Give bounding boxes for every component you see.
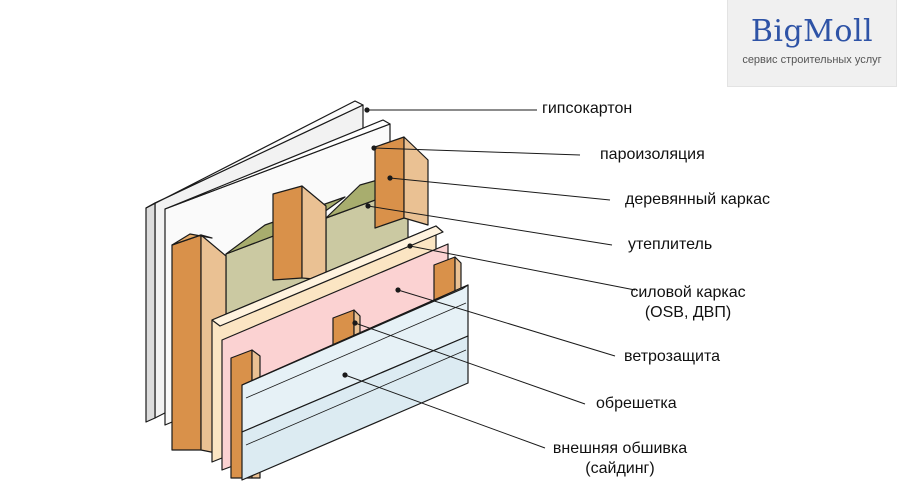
dot-insulation — [365, 203, 371, 209]
label-sheathing: силовой каркас (OSB, ДВП) — [626, 283, 750, 323]
dot-sheathing — [407, 243, 413, 249]
dot-battens — [352, 320, 358, 326]
label-insulation: утеплитель — [628, 236, 713, 253]
label-siding-line1: внешняя обшивка — [552, 440, 688, 457]
brand-logo: BigMoll сервис строительных услуг — [727, 0, 897, 87]
label-vapor-barrier: пароизоляция — [600, 146, 705, 163]
siding-boards — [241, 284, 469, 481]
dot-drywall — [364, 107, 370, 113]
dot-siding — [342, 372, 348, 378]
brand-tagline: сервис строительных услуг — [742, 54, 882, 66]
brand-name: BigMoll — [750, 14, 874, 49]
label-siding: внешняя обшивка (сайдинг) — [548, 439, 692, 479]
label-wood-frame: деревянный каркас — [625, 191, 770, 208]
label-drywall: гипсокартон — [542, 100, 633, 117]
label-sheathing-line2: (OSB, ДВП) — [644, 304, 732, 321]
label-sheathing-line1: силовой каркас — [630, 284, 746, 301]
leader-dots — [342, 107, 413, 378]
label-wind-barrier: ветрозащита — [624, 348, 721, 365]
leader-lines — [344, 109, 636, 449]
dot-vapor — [371, 145, 377, 151]
dot-windbarrier — [395, 287, 401, 293]
label-battens: обрешетка — [596, 395, 677, 412]
wood-studs — [171, 136, 429, 456]
label-siding-line2: (сайдинг) — [585, 460, 655, 477]
dot-frame — [387, 175, 393, 181]
